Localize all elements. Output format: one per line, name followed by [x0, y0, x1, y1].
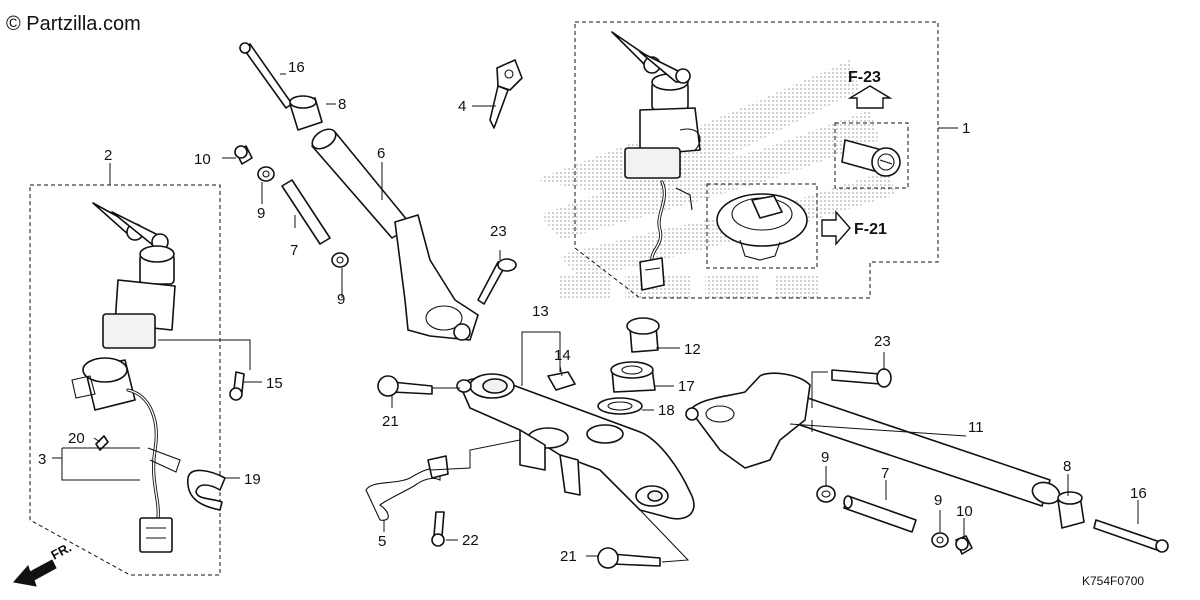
callout-4: 4 — [458, 98, 466, 115]
callout-1: 1 — [962, 120, 970, 137]
callout-9-b: 9 — [337, 291, 345, 308]
bolt-21-lower — [597, 547, 661, 569]
callout-19: 19 — [244, 471, 261, 488]
handlebar-11 — [685, 372, 1061, 507]
callout-21-upper: 21 — [382, 413, 399, 430]
diagram-code: K754F0700 — [1082, 574, 1144, 588]
callout-7-right: 7 — [881, 465, 889, 482]
callout-16-right: 16 — [1130, 485, 1147, 502]
weight-8-left — [289, 95, 323, 131]
ignition-switch-assembly-2 — [71, 202, 181, 553]
callout-2: 2 — [104, 147, 112, 164]
bolt-23-left — [477, 258, 517, 305]
bolt-22 — [431, 511, 445, 547]
key-blank-4 — [489, 59, 523, 129]
callout-14: 14 — [554, 347, 571, 364]
callout-9-d: 9 — [934, 492, 942, 509]
svg-text:FR.: FR. — [48, 540, 74, 563]
nut-9-left-bottom — [331, 252, 349, 268]
callout-10-left: 10 — [194, 151, 211, 168]
bolt-21-upper — [377, 375, 433, 397]
ref-arrow-f23: F-23 — [847, 69, 893, 109]
handlebar-6 — [311, 128, 479, 341]
bolt-23-right — [831, 368, 892, 388]
callout-8-right: 8 — [1063, 458, 1071, 475]
guide-5 — [365, 455, 449, 521]
callout-5: 5 — [378, 533, 386, 550]
collar-10-right — [955, 535, 973, 555]
callout-labels: 1 2 3 4 5 6 7 7 8 8 9 9 9 9 10 10 11 12 … — [38, 59, 1147, 565]
group-box-1 — [574, 21, 939, 299]
screw-15 — [229, 371, 245, 401]
pin-7-left — [281, 179, 331, 245]
fuel-cap-f21 — [716, 193, 808, 261]
nut-9-right-left — [816, 485, 836, 503]
callout-15: 15 — [266, 375, 283, 392]
nut-17 — [610, 361, 656, 393]
pin-7-right — [843, 495, 917, 533]
band-19 — [187, 469, 226, 511]
callout-20: 20 — [68, 430, 85, 447]
callout-16-left: 16 — [288, 59, 305, 76]
callout-11: 11 — [968, 419, 984, 436]
bolt-16-left — [239, 42, 293, 109]
ref-arrow-f21: F-21 — [821, 210, 887, 246]
lock-cylinder-box — [834, 122, 909, 189]
callout-23-left: 23 — [490, 223, 507, 240]
callout-9-c: 9 — [821, 449, 829, 466]
callout-10-right: 10 — [956, 503, 973, 520]
bolt-16-right — [1093, 519, 1169, 553]
watermark: © Partzilla.com — [6, 13, 141, 35]
collar-10-left — [234, 145, 253, 165]
ignition-switch-assembly-1 — [611, 31, 701, 291]
front-direction-arrow: FR. — [13, 540, 74, 587]
callout-21-lower: 21 — [560, 548, 577, 565]
callout-8-left: 8 — [338, 96, 346, 113]
callout-9-a: 9 — [257, 205, 265, 222]
lock-cylinder-f23 — [841, 139, 901, 177]
callout-18: 18 — [658, 402, 675, 419]
top-bridge-13 — [456, 373, 695, 520]
washer-18 — [597, 397, 643, 415]
callout-3: 3 — [38, 451, 46, 468]
callout-22: 22 — [462, 532, 479, 549]
svg-text:F-23: F-23 — [848, 69, 881, 86]
nut-9-right-right — [931, 532, 949, 548]
callout-13: 13 — [532, 303, 549, 320]
weight-8-right — [1057, 491, 1085, 529]
group-box-2 — [29, 184, 221, 576]
fuel-cap-box — [706, 183, 818, 269]
svg-text:F-21: F-21 — [854, 221, 887, 238]
leader-lines — [52, 73, 1139, 563]
callout-23-right: 23 — [874, 333, 891, 350]
callout-6: 6 — [377, 145, 385, 162]
nut-9-left-top — [257, 166, 275, 182]
callout-12: 12 — [684, 341, 701, 358]
callout-17: 17 — [678, 378, 695, 395]
cap-12 — [626, 317, 660, 353]
honda-wing-watermark — [535, 60, 895, 300]
callout-7-left: 7 — [290, 242, 298, 259]
